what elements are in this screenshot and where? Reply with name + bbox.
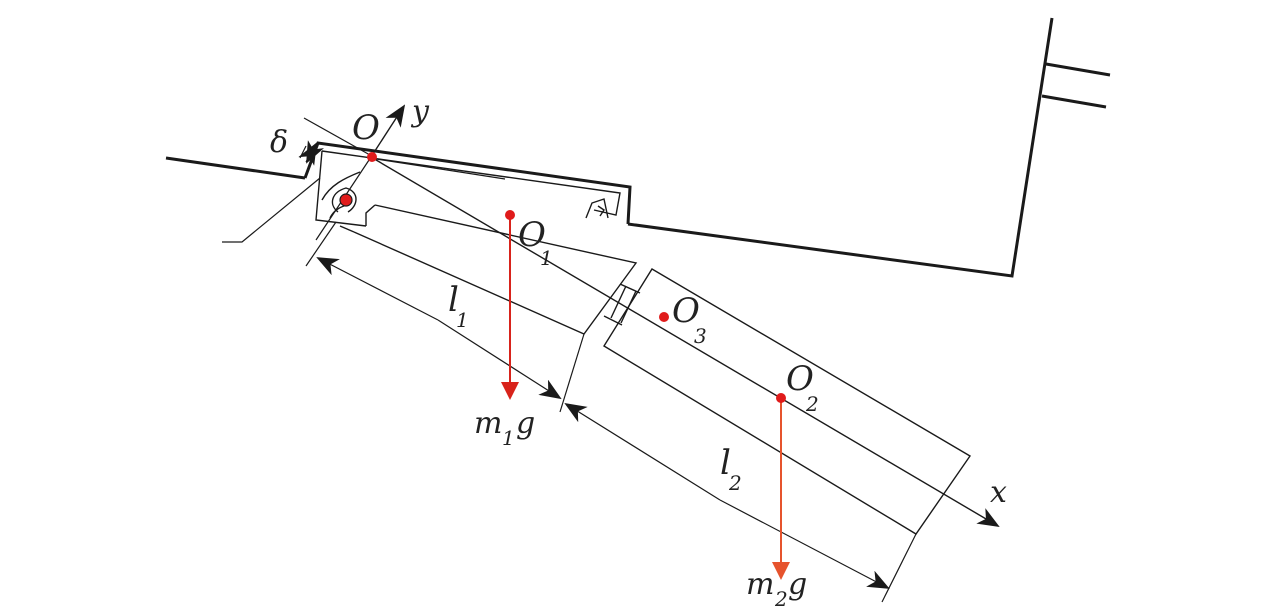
l1-subscript: 1 xyxy=(456,308,469,332)
o2-point xyxy=(776,393,786,403)
m2g-g: g xyxy=(788,567,807,602)
l2-label: l xyxy=(720,443,731,483)
door-panel-1 xyxy=(339,204,638,335)
m2g-m: m xyxy=(746,567,774,602)
m1g-m: m xyxy=(474,406,502,441)
y-axis-line xyxy=(370,104,406,158)
o3-label: O xyxy=(672,291,700,331)
x-axis-line xyxy=(370,156,1000,528)
o3-subscript: 3 xyxy=(694,324,707,348)
m2g-subscript: 2 xyxy=(774,587,788,611)
delta-label: δ xyxy=(270,125,288,160)
l2-subscript: 2 xyxy=(728,471,742,495)
l2-dimension xyxy=(564,402,917,603)
hinge-block xyxy=(321,171,609,226)
y-axis-label: y xyxy=(410,94,430,129)
m1g-g: g xyxy=(516,406,535,441)
delta-dimension xyxy=(222,117,371,243)
m1g-subscript: 1 xyxy=(502,426,515,450)
l1-dimension xyxy=(305,221,585,413)
origin-label: O xyxy=(352,108,380,148)
o3-point xyxy=(659,312,669,322)
l1-label: l xyxy=(448,280,459,320)
o2-subscript: 2 xyxy=(805,392,819,416)
hinge-point xyxy=(339,193,353,207)
o1-label: O xyxy=(518,215,546,255)
o1-point xyxy=(505,210,515,220)
o2-label: O xyxy=(786,359,814,399)
x-axis-label: x xyxy=(990,475,1007,510)
origin-point xyxy=(367,152,377,162)
o1-subscript: 1 xyxy=(540,246,553,270)
fuselage-outline xyxy=(165,17,1111,278)
